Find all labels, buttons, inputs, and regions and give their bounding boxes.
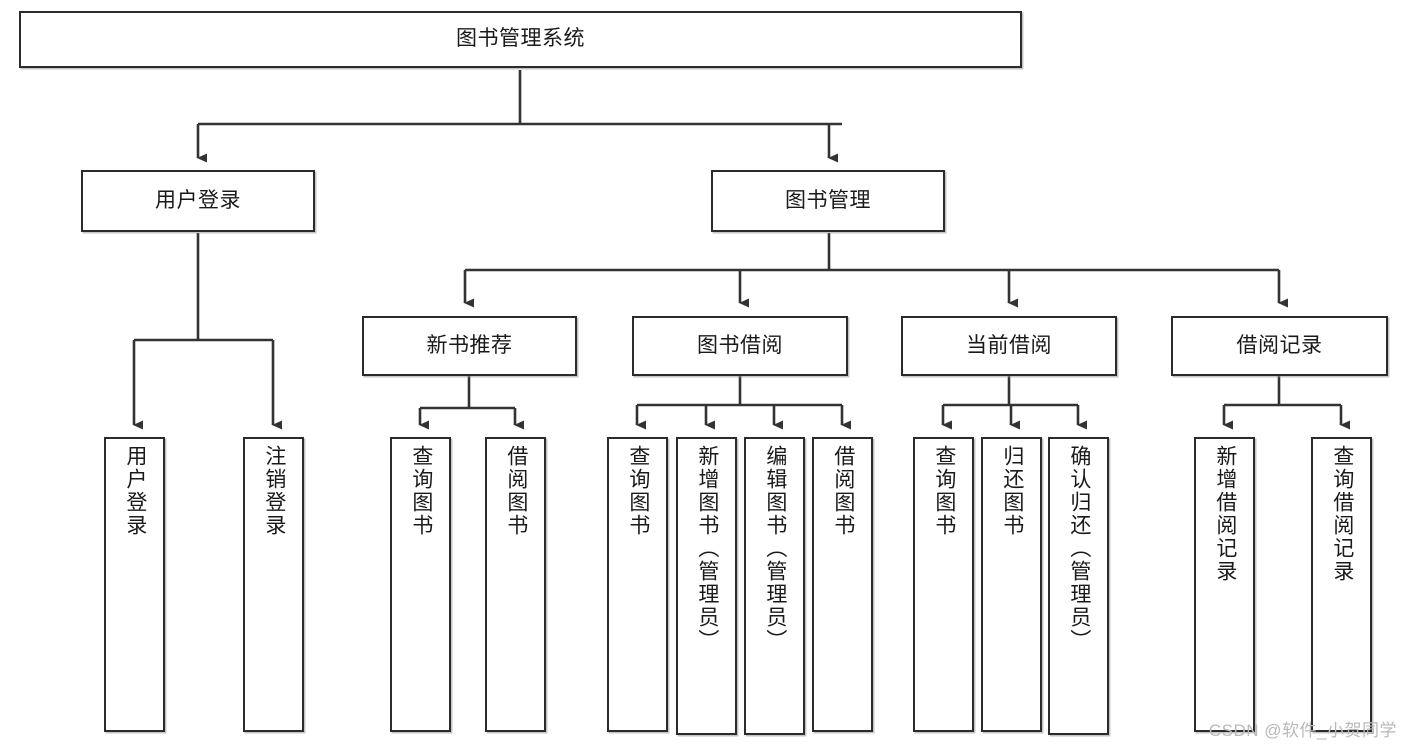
node-leaf-query-book-1-label: 查询图书 (409, 445, 433, 537)
node-leaf-query-book-3[interactable]: 查询图书 (913, 437, 974, 732)
node-user-login[interactable]: 用户登录 (81, 170, 315, 232)
node-book-manage[interactable]: 图书管理 (711, 170, 945, 232)
node-leaf-borrow-book-1-label: 借阅图书 (504, 445, 528, 537)
node-root-label: 图书管理系统 (456, 27, 585, 51)
node-leaf-add-book-label: 新增图书（管理员） (695, 445, 719, 652)
node-borrow-record-label: 借阅记录 (1236, 333, 1323, 357)
node-current-borrow-label: 当前借阅 (966, 333, 1052, 357)
csdn-watermark: CSDN @软件_小贺同学 (1208, 721, 1397, 740)
node-leaf-query-book-1[interactable]: 查询图书 (390, 437, 451, 732)
node-book-borrow[interactable]: 图书借阅 (632, 316, 848, 376)
node-leaf-query-record[interactable]: 查询借阅记录 (1311, 437, 1372, 732)
node-leaf-query-book-3-label: 查询图书 (932, 445, 956, 537)
node-user-login-label: 用户登录 (155, 188, 241, 212)
node-leaf-user-login[interactable]: 用户登录 (104, 437, 165, 732)
node-leaf-add-book[interactable]: 新增图书（管理员） (676, 437, 737, 735)
node-current-borrow[interactable]: 当前借阅 (901, 316, 1117, 376)
node-leaf-add-record[interactable]: 新增借阅记录 (1194, 437, 1255, 732)
node-borrow-record[interactable]: 借阅记录 (1171, 316, 1388, 376)
node-leaf-logout-label: 注销登录 (262, 445, 286, 537)
node-leaf-confirm-return-label: 确认归还（管理员） (1067, 445, 1091, 652)
node-leaf-return-book-label: 归还图书 (1000, 445, 1024, 537)
node-leaf-confirm-return[interactable]: 确认归还（管理员） (1048, 437, 1109, 735)
node-leaf-logout[interactable]: 注销登录 (243, 437, 304, 732)
node-new-book-recommend-label: 新书推荐 (426, 333, 513, 357)
node-leaf-add-record-label: 新增借阅记录 (1213, 445, 1237, 583)
node-leaf-query-book-2-label: 查询图书 (626, 445, 650, 537)
node-book-borrow-label: 图书借阅 (697, 333, 783, 357)
node-leaf-return-book[interactable]: 归还图书 (981, 437, 1042, 732)
node-leaf-query-book-2[interactable]: 查询图书 (607, 437, 668, 732)
node-leaf-borrow-book-2-label: 借阅图书 (831, 445, 855, 537)
node-leaf-edit-book[interactable]: 编辑图书（管理员） (744, 437, 805, 735)
node-leaf-user-login-label: 用户登录 (123, 445, 147, 537)
node-leaf-query-record-label: 查询借阅记录 (1330, 445, 1354, 583)
node-leaf-borrow-book-1[interactable]: 借阅图书 (485, 437, 546, 732)
node-new-book-recommend[interactable]: 新书推荐 (362, 316, 577, 376)
node-root[interactable]: 图书管理系统 (19, 11, 1022, 68)
node-leaf-edit-book-label: 编辑图书（管理员） (763, 445, 787, 652)
node-leaf-borrow-book-2[interactable]: 借阅图书 (812, 437, 873, 732)
node-book-manage-label: 图书管理 (785, 188, 871, 212)
